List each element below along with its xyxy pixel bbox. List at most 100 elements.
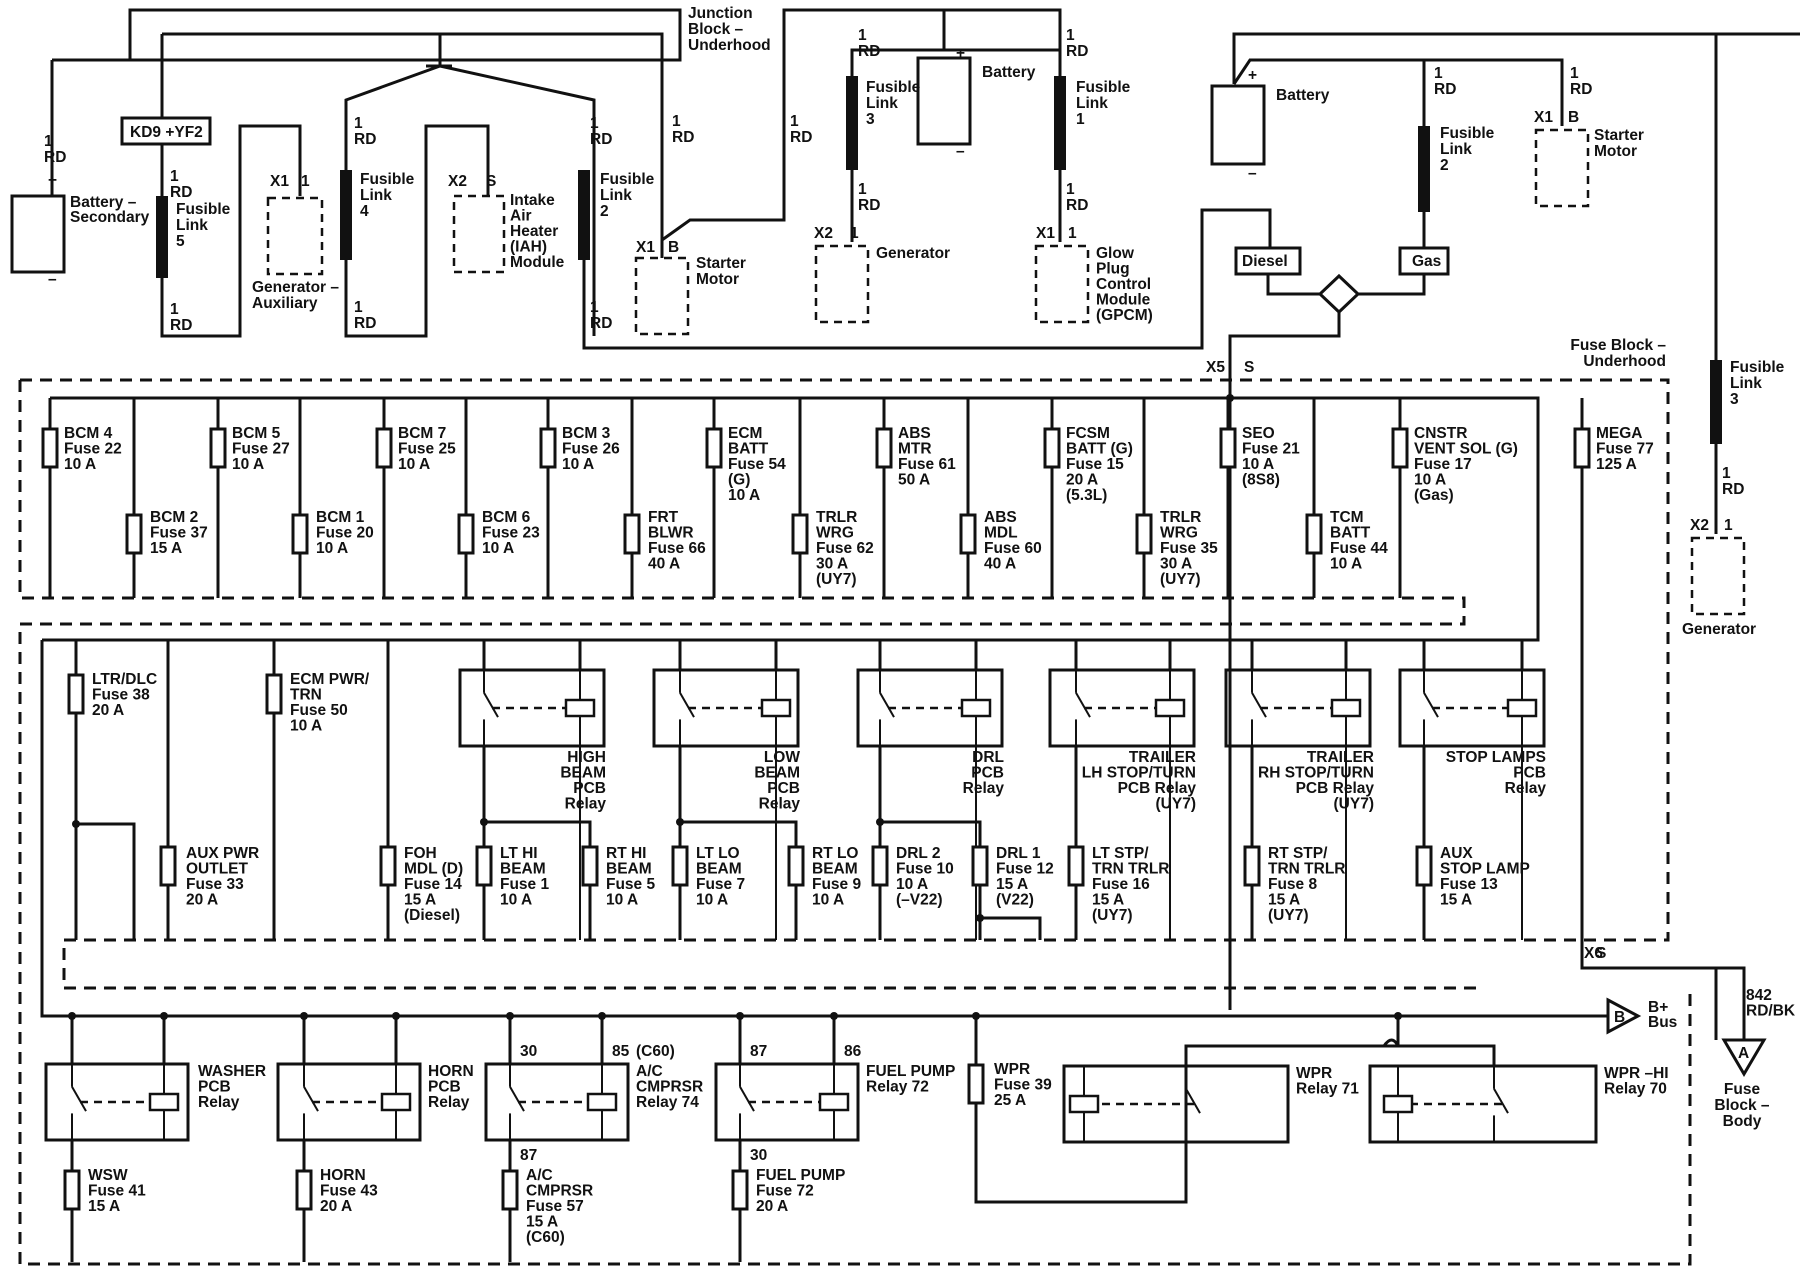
battery-plus: + bbox=[956, 45, 965, 62]
fuse-label: BATT bbox=[1330, 525, 1371, 542]
relay-arm bbox=[71, 1086, 87, 1112]
relay-label: BEAM bbox=[754, 765, 800, 782]
fusible-link-4-label: Fusible bbox=[360, 171, 415, 188]
relay-coil bbox=[1382, 1094, 1414, 1114]
fuse-label: 20 A bbox=[320, 1198, 352, 1215]
fusible-link-3a-label: 3 bbox=[866, 111, 875, 128]
relay-arm bbox=[1423, 692, 1439, 718]
wire-label: RD bbox=[790, 129, 812, 146]
wire-label: 1 bbox=[1066, 181, 1075, 198]
fuse-label: VENT SOL (G) bbox=[1414, 441, 1518, 458]
fuse-label: ECM PWR/ bbox=[290, 671, 370, 688]
fuse-label: 15 A bbox=[88, 1198, 120, 1215]
iah-module bbox=[452, 194, 506, 274]
splice-dot bbox=[506, 1012, 514, 1020]
wire bbox=[1358, 274, 1426, 296]
splice-dot bbox=[72, 820, 80, 828]
fuse-label: Fuse 61 bbox=[898, 456, 956, 473]
relay-bot-1 bbox=[276, 1062, 422, 1142]
pin-label: 87 bbox=[750, 1043, 767, 1060]
relay-label: Relay bbox=[1505, 780, 1547, 797]
relay-coil bbox=[1506, 698, 1538, 718]
splice-dot bbox=[736, 1012, 744, 1020]
relay-label: A/C bbox=[636, 1063, 663, 1080]
bplus-label: B+ bbox=[1648, 999, 1668, 1016]
gpcm-label: Plug bbox=[1096, 261, 1130, 278]
splice-dot bbox=[392, 1012, 400, 1020]
pin-label: 30 bbox=[520, 1043, 537, 1060]
fuse-label: 20 A bbox=[1066, 472, 1098, 489]
wire bbox=[439, 64, 596, 336]
fuse-mid-b-1 bbox=[787, 845, 805, 887]
fusible-link-1 bbox=[1054, 76, 1066, 170]
relay-label: TRAILER bbox=[1129, 749, 1196, 766]
gas-box bbox=[1398, 246, 1450, 276]
fuse-label: 10 A bbox=[1242, 456, 1274, 473]
kd9-label: KD9 +YF2 bbox=[130, 124, 203, 141]
fusible-link-1-label: 1 bbox=[1076, 111, 1085, 128]
fuse-label: Fuse 41 bbox=[88, 1183, 146, 1200]
connector-label: X2 bbox=[448, 173, 467, 190]
fuse-label: TRN TRLR bbox=[1092, 861, 1170, 878]
fuse-label: FRT bbox=[648, 509, 679, 526]
pin-label: 1 bbox=[1068, 225, 1077, 242]
relay-label: TRAILER bbox=[1307, 749, 1374, 766]
fuse-label: 10 A bbox=[232, 456, 264, 473]
fuse-label: BEAM bbox=[696, 861, 742, 878]
splice-dot bbox=[676, 818, 684, 826]
diesel-box bbox=[1234, 246, 1302, 276]
bus-row-2 bbox=[42, 396, 1540, 642]
fusible-link-5-label: Link bbox=[176, 217, 208, 234]
wire bbox=[850, 10, 946, 76]
fusible-link-5-label: Fusible bbox=[176, 201, 231, 218]
pin-label: 86 bbox=[844, 1043, 862, 1060]
fuse-label: 15 A bbox=[1268, 892, 1300, 909]
battery-minus: – bbox=[956, 143, 965, 160]
fuse-label: LT LO bbox=[696, 845, 740, 862]
relay-label: LH STOP/TURN bbox=[1082, 765, 1196, 782]
battery-right-label: Battery bbox=[1276, 87, 1330, 104]
relay-label: PCB bbox=[767, 780, 800, 797]
relay-coil bbox=[818, 1092, 850, 1112]
fuse-label: Fuse 21 bbox=[1242, 441, 1300, 458]
relay-label: Relay 70 bbox=[1604, 1081, 1667, 1098]
fusible-link-3b-label: Link bbox=[1730, 375, 1762, 392]
relay-label: Relay bbox=[759, 796, 801, 813]
bplus-label: Bus bbox=[1648, 1014, 1677, 1031]
relay-label: (UY7) bbox=[1156, 796, 1196, 813]
fusible-link-2b-label: Link bbox=[1440, 141, 1472, 158]
fuse-ltr-dlc bbox=[67, 673, 85, 715]
fuse-label: Fuse 37 bbox=[150, 525, 208, 542]
fuse-label: BATT bbox=[728, 441, 769, 458]
fuse-row1b-0 bbox=[125, 513, 143, 555]
relay-label: Relay 71 bbox=[1296, 1081, 1359, 1098]
splice-dot bbox=[976, 914, 984, 922]
wire-label: RD bbox=[1066, 43, 1088, 60]
fuse-label: Fuse 66 bbox=[648, 540, 706, 557]
fuse-label: RT HI bbox=[606, 845, 646, 862]
iah-module-label: (IAH) bbox=[510, 239, 547, 256]
junction-block-label: Underhood bbox=[688, 37, 771, 54]
relay-wpr-71 bbox=[1062, 1064, 1290, 1144]
iah-module-label: Air bbox=[510, 208, 532, 225]
fuse-label: TRLR bbox=[816, 509, 857, 526]
fusible-link-3a-label: Link bbox=[866, 95, 898, 112]
relay-label: Relay bbox=[963, 780, 1005, 797]
relay-coil bbox=[1154, 698, 1186, 718]
gpcm-label: Glow bbox=[1096, 245, 1135, 262]
splice-dot bbox=[972, 1012, 980, 1020]
wire-label: 1 bbox=[1722, 465, 1731, 482]
fuse-label: FUEL PUMP bbox=[756, 1167, 845, 1184]
fuse-label: 15 A bbox=[996, 876, 1028, 893]
fuse-label: WRG bbox=[1160, 525, 1198, 542]
wire-diesel bbox=[582, 208, 1272, 350]
fuse-label: Fuse 14 bbox=[404, 876, 462, 893]
fusible-link-4-label: 4 bbox=[360, 203, 369, 220]
fuse-label: A/C bbox=[526, 1167, 553, 1184]
fuse-row1-8 bbox=[1391, 427, 1409, 469]
fuse-label: 15 A bbox=[150, 540, 182, 557]
relay-mid-1 bbox=[652, 668, 800, 748]
generator-auxiliary-label: Auxiliary bbox=[252, 295, 318, 312]
fuse-foh bbox=[379, 845, 397, 887]
wire-label: RD bbox=[1722, 481, 1744, 498]
